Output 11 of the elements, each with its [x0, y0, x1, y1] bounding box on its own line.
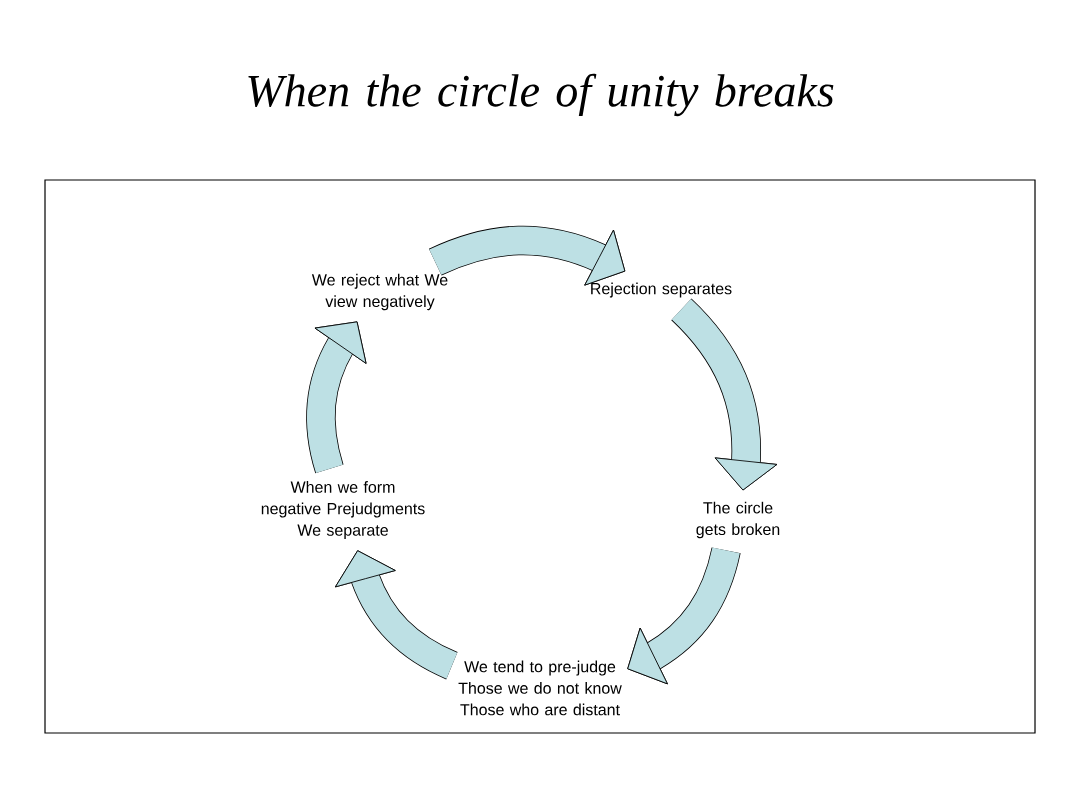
curved-arrow [335, 550, 458, 680]
curved-arrow [627, 547, 741, 685]
curved-arrow [670, 298, 778, 491]
node-text: Rejection separates [591, 282, 732, 298]
node-text: The circle gets broken [696, 501, 780, 539]
curved-arrow [429, 225, 626, 286]
title: When the circle of unity breaks [248, 73, 834, 117]
node-text: We tend to pre-judge Those we do not know Those who are distant [458, 660, 622, 716]
node-text: When we form negative Prejudgments We separate [261, 481, 425, 539]
curved-arrow [306, 321, 367, 473]
node-text: We reject what We view negatively [311, 273, 448, 311]
